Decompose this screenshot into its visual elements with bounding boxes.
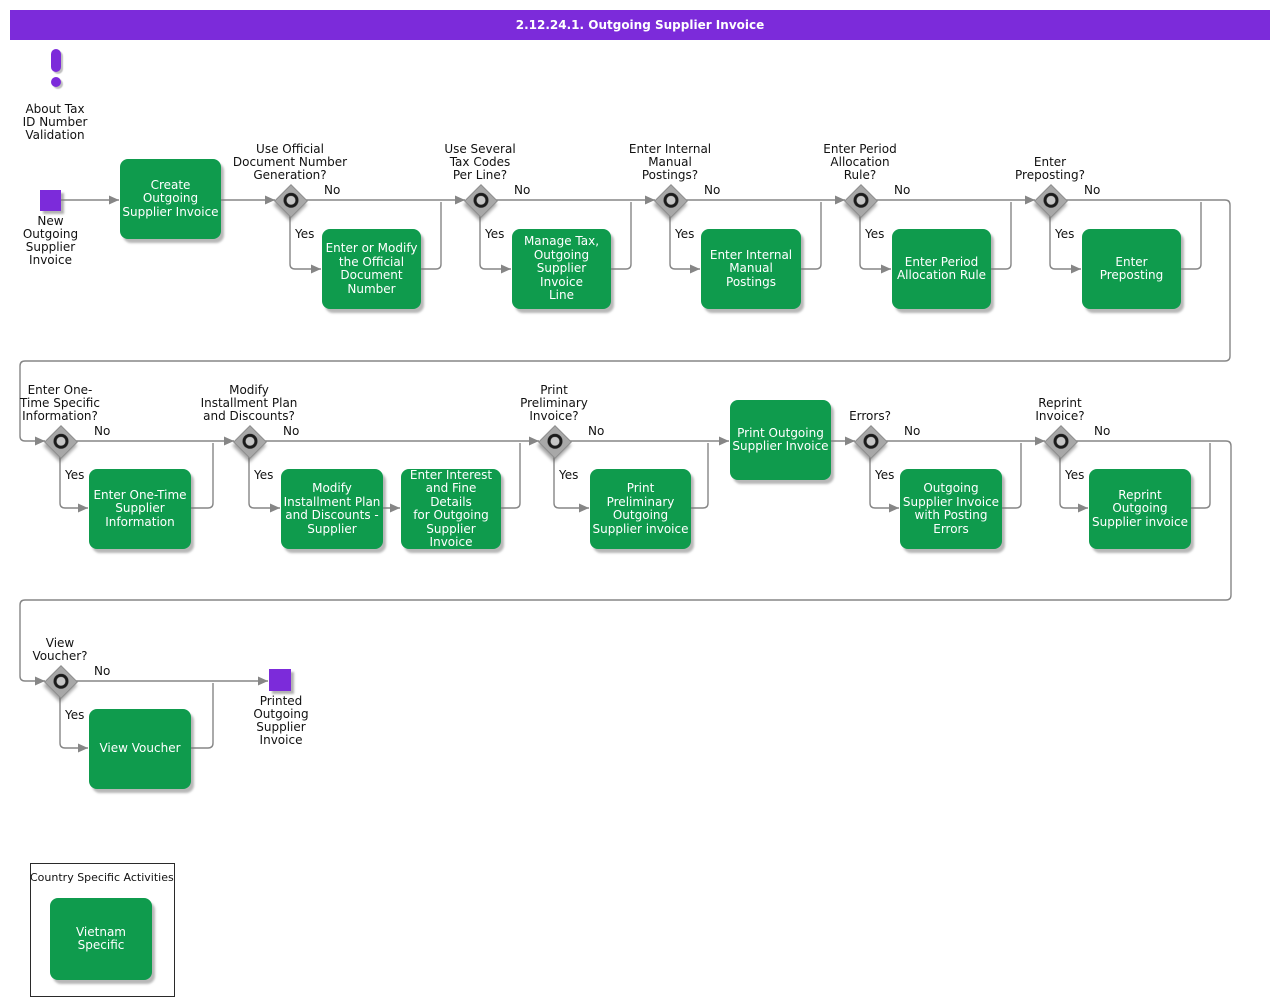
no-edge-label: No [904,424,921,438]
gateway-circle-icon [50,670,72,692]
activity-vietnam-specific[interactable]: Vietnam Specific [50,898,152,980]
yes-edge-label: Yes [865,227,885,241]
activity-create-outgoing-supplier-invoice[interactable]: Create Outgoing Supplier Invoice [120,159,221,239]
gateway-circle-icon [50,430,72,452]
activity-modify-installment-plan-discounts[interactable]: Modify Installment Plan and Discounts - … [281,469,383,549]
activity-enter-internal-manual-postings[interactable]: Enter Internal Manual Postings [701,229,801,309]
no-edge-label: No [324,183,341,197]
yes-edge-label: Yes [254,468,274,482]
no-edge-label: No [283,424,300,438]
question-label: Enter One- Time Specific Information? [20,383,100,423]
activity-view-voucher[interactable]: View Voucher [89,709,191,789]
no-edge-label: No [1084,183,1101,197]
no-edge-label: No [94,424,111,438]
yes-edge-label: Yes [559,468,579,482]
gateway-circle-icon [850,189,872,211]
gateway-circle-icon [470,189,492,211]
yes-edge-label: Yes [65,468,85,482]
yes-edge-label: Yes [675,227,695,241]
gateway-circle-icon [1040,189,1062,211]
end-event-label: Printed Outgoing Supplier Invoice [253,694,309,747]
annotation-label: About Tax ID Number Validation [22,102,88,142]
question-label: Errors? [849,409,891,423]
exclamation-icon[interactable] [51,49,61,72]
question-label: Enter Preposting? [1015,155,1085,182]
question-label: View Voucher? [32,636,88,663]
end-event [269,669,291,691]
activity-enter-preposting[interactable]: Enter Preposting [1082,229,1181,309]
activity-enter-period-allocation-rule[interactable]: Enter Period Allocation Rule [892,229,991,309]
activity-enter-or-modify-official-document-number[interactable]: Enter or Modify the Official Document Nu… [322,229,421,309]
gateway-circle-icon [860,430,882,452]
exclamation-dot-icon[interactable] [51,77,61,87]
yes-edge-label: Yes [485,227,505,241]
activity-print-preliminary-invoice[interactable]: Print Preliminary Outgoing Supplier invo… [590,469,691,549]
question-label: Print Preliminary Invoice? [520,383,588,423]
start-event [40,190,61,211]
country-specific-activities-title: Country Specific Activities [30,871,174,884]
gateway-circle-icon [239,430,261,452]
no-edge-label: No [1094,424,1111,438]
gateway-circle-icon [280,189,302,211]
start-event-label: New Outgoing Supplier Invoice [22,214,79,267]
gateway-circle-icon [544,430,566,452]
no-edge-label: No [894,183,911,197]
no-edge-label: No [588,424,605,438]
yes-edge-label: Yes [295,227,315,241]
activity-enter-one-time-supplier-information[interactable]: Enter One-Time Supplier Information [89,469,191,549]
yes-edge-label: Yes [65,708,85,722]
no-edge-label: No [94,664,111,678]
question-label: Reprint Invoice? [1035,396,1085,423]
question-label: Enter Internal Manual Postings? [628,142,712,182]
question-label: Use Several Tax Codes Per Line? [444,142,516,182]
question-label: Enter Period Allocation Rule? [823,142,897,182]
activity-enter-interest-fine-details[interactable]: Enter Interest and Fine Details for Outg… [401,468,501,549]
yes-edge-label: Yes [875,468,895,482]
no-edge-label: No [704,183,721,197]
yes-edge-label: Yes [1055,227,1075,241]
yes-edge-label: Yes [1065,468,1085,482]
activity-manage-tax-invoice-line[interactable]: Manage Tax, Outgoing Supplier Invoice Li… [512,229,611,309]
activity-invoice-with-posting-errors[interactable]: Outgoing Supplier Invoice with Posting E… [900,469,1002,549]
question-label: Use Official Document Number Generation? [232,142,348,182]
no-edge-label: No [514,183,531,197]
gateway-circle-icon [660,189,682,211]
activity-reprint-outgoing-supplier-invoice[interactable]: Reprint Outgoing Supplier invoice [1089,469,1191,549]
page-title: 2.12.24.1. Outgoing Supplier Invoice [10,10,1270,40]
question-label: Modify Installment Plan and Discounts? [200,383,298,423]
activity-print-outgoing-supplier-invoice[interactable]: Print Outgoing Supplier Invoice [730,400,831,480]
gateway-circle-icon [1050,430,1072,452]
